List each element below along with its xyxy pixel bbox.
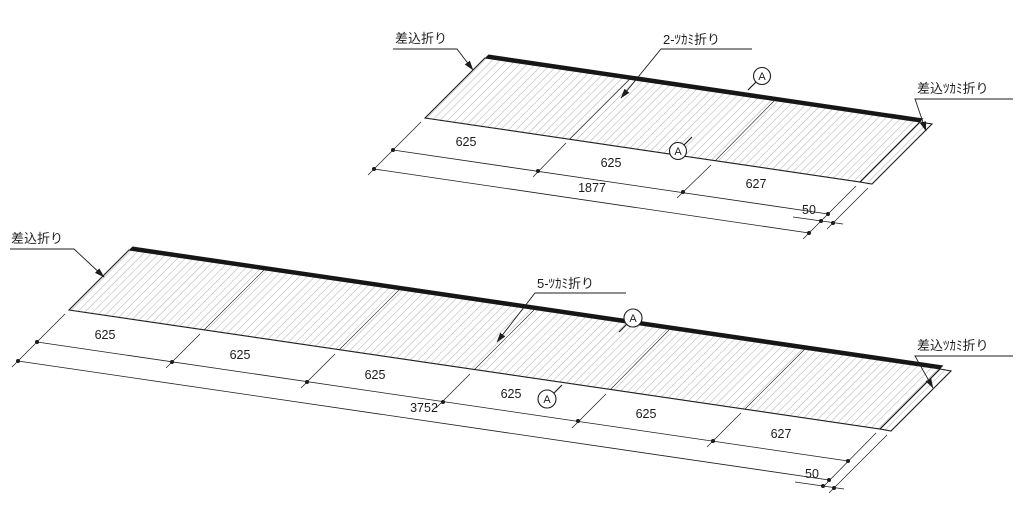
extension-line xyxy=(367,121,422,176)
top-panel-drawing: 625 625 627 1877 50 差込折り 2-ﾂｶﾐ折り 差込ﾂｶﾐ折り… xyxy=(367,31,1013,240)
insert-tsukami-label: 差込ﾂｶﾐ折り xyxy=(917,81,989,96)
section-marker-letter: A xyxy=(758,71,766,83)
panel-insert-flange xyxy=(858,121,934,185)
dimension-value: 625 xyxy=(636,407,657,421)
fold-line xyxy=(714,99,776,162)
section-tick xyxy=(683,136,693,146)
section-marker-circle xyxy=(623,308,643,328)
segment-dimension-line xyxy=(392,149,829,215)
dim-point xyxy=(16,359,20,363)
section-tick xyxy=(618,323,628,333)
total-dimension-line xyxy=(373,168,810,234)
dimension-value: 625 xyxy=(230,348,251,362)
dimension-value: 625 xyxy=(601,156,622,170)
panel-seam-edge xyxy=(485,54,924,122)
extension-line xyxy=(11,313,66,368)
dim-point xyxy=(681,190,685,194)
dimension-points xyxy=(16,340,850,490)
bottom-panel-drawing: 625 625 625 625 625 627 3752 50 差込折り 5-ﾂ… xyxy=(10,231,1013,494)
section-marker-circle xyxy=(668,141,688,161)
dimension-value: 627 xyxy=(771,427,792,441)
fold-count-label: 5-ﾂｶﾐ折り xyxy=(537,276,594,291)
fold-line xyxy=(569,78,631,140)
dim-point xyxy=(826,212,830,216)
fold-line xyxy=(203,269,265,331)
leader-line xyxy=(914,355,1013,389)
dim-point xyxy=(391,148,395,152)
section-tick xyxy=(553,384,563,394)
section-marker-circle xyxy=(752,66,772,86)
dim-point xyxy=(372,167,376,171)
total-dimension-line xyxy=(17,360,830,481)
dim-point xyxy=(827,478,831,482)
dim-point xyxy=(807,231,811,235)
dim-point xyxy=(711,439,715,443)
dim-point xyxy=(441,400,445,404)
dim-point xyxy=(831,221,835,225)
insert-tsukami-label: 差込ﾂｶﾐ折り xyxy=(917,338,989,353)
dimension-points xyxy=(372,148,835,235)
fold-line xyxy=(744,348,806,410)
section-marker-letter: A xyxy=(674,146,682,158)
section-marker-circle xyxy=(537,389,557,409)
dimension-value: 625 xyxy=(95,328,116,342)
leader-line xyxy=(914,98,1013,132)
leader-line xyxy=(10,248,105,278)
dim-point xyxy=(305,380,309,384)
leader-line xyxy=(620,48,752,99)
dim-point xyxy=(576,419,580,423)
section-marker-letter: A xyxy=(543,394,551,406)
dimension-value: 625 xyxy=(501,387,522,401)
dim-point xyxy=(832,486,836,490)
dim-point xyxy=(821,484,825,488)
dimension-value: 627 xyxy=(746,177,767,191)
section-tick xyxy=(747,81,757,91)
flange-dimension-value: 50 xyxy=(802,203,816,217)
dim-point xyxy=(35,340,39,344)
fold-line xyxy=(338,289,400,351)
dim-point xyxy=(170,360,174,364)
insert-fold-label: 差込折り xyxy=(11,231,63,246)
dim-point xyxy=(819,219,823,223)
extension-line xyxy=(828,434,888,494)
panel-face xyxy=(423,57,922,183)
leader-line xyxy=(496,292,626,343)
extension-line xyxy=(802,185,857,240)
insert-fold-label: 差込折り xyxy=(395,31,447,46)
dim-point xyxy=(536,169,540,173)
panel-seam-edge xyxy=(129,246,944,369)
dim-point xyxy=(846,459,850,463)
dimension-value: 625 xyxy=(456,135,477,149)
flange-dimension-value: 50 xyxy=(805,467,819,481)
leader-line xyxy=(393,48,474,71)
total-dimension-value: 3752 xyxy=(410,401,438,415)
total-dimension-value: 1877 xyxy=(578,181,606,195)
section-marker-letter: A xyxy=(629,313,637,325)
panel-insert-flange xyxy=(878,368,953,432)
dimension-value: 625 xyxy=(365,368,386,382)
fold-count-label: 2-ﾂｶﾐ折り xyxy=(663,32,720,47)
fold-line xyxy=(609,329,670,391)
